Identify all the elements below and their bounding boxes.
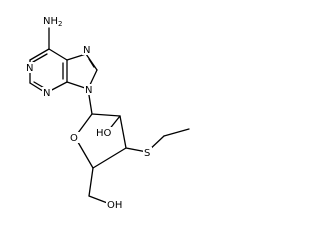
nh2-mask — [43, 13, 61, 27]
n7-label: N — [83, 45, 90, 56]
ho-mask — [95, 127, 112, 139]
bond-n7-c8-double — [88, 58, 95, 68]
bond-c6-n1-double — [32, 53, 48, 63]
nh2-text: NH — [43, 16, 58, 27]
o-ring-mask — [70, 132, 80, 143]
n3-label: N — [43, 88, 50, 99]
n1-label: N — [26, 63, 33, 74]
molecule-figure: NH2 N N N N HO O S OH — [25, 13, 190, 211]
bonds — [29, 27, 190, 205]
s-label: S — [144, 148, 150, 159]
n9-mask — [84, 84, 94, 95]
n9-label: N — [85, 85, 92, 96]
n1-mask — [25, 62, 34, 73]
o-ring-label: O — [70, 133, 78, 144]
structure-drawing: NH2 N N N N HO O S OH — [25, 13, 190, 211]
oh-mask — [106, 199, 124, 211]
oh-label: OH — [107, 200, 122, 211]
bond-c4prime-c3prime — [92, 147, 127, 169]
n3-mask — [42, 87, 52, 98]
bond-c4prime-c5prime — [88, 167, 94, 197]
bond-c5-c6 — [48, 48, 68, 61]
bond-c6-n1 — [29, 48, 50, 61]
atom-labels: NH2 N N N N HO O S OH — [25, 13, 152, 211]
bond-c3prime-c2prime — [119, 115, 127, 149]
nh2-subscript: 2 — [58, 20, 62, 28]
n7-mask — [82, 44, 92, 55]
bond-c2prime-c1prime — [91, 113, 121, 117]
s-mask — [143, 147, 152, 158]
ho-label: HO — [96, 128, 112, 139]
nh2-label: NH2 — [43, 16, 62, 28]
bond-ch2-ch3 — [163, 128, 190, 137]
